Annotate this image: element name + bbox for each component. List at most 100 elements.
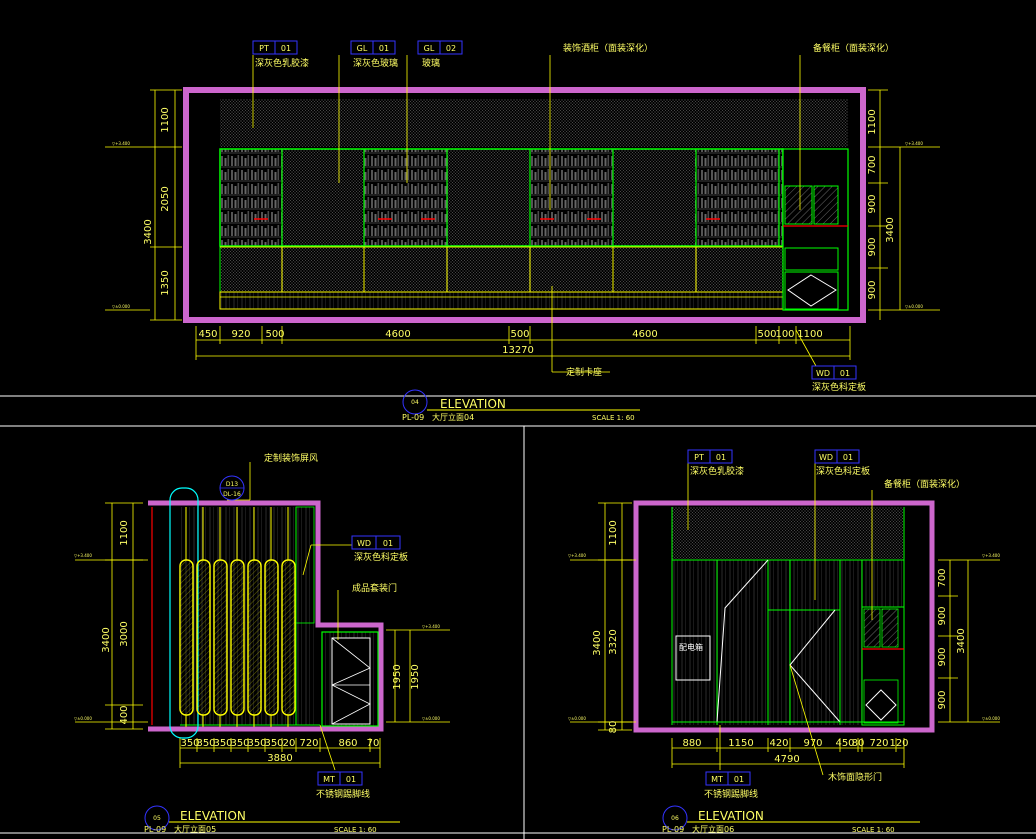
- e06-bottom-dim-2: 1150: [728, 738, 753, 749]
- e06-tag2-label: 深灰色科定板: [816, 465, 870, 477]
- e06-bottom-dim-3: 420: [769, 738, 788, 749]
- e04-right-level-bottom: ▽±0.000: [905, 304, 923, 309]
- e05-title-cn: 大厅立面05: [174, 824, 216, 834]
- e05-slat-stems: [185, 507, 289, 727]
- e04-tag1-num: 01: [281, 44, 291, 53]
- e04-left-dimensions: [105, 89, 182, 321]
- e05-bottom-dim-5: 350: [247, 738, 266, 749]
- e04-left-dim-3: 1350: [160, 270, 171, 295]
- e05-bubble-tag: D13 DL-16: [219, 475, 245, 501]
- e05-bubble-top: D13: [226, 481, 238, 488]
- e06-tag1-label: 深灰色乳胶漆: [690, 465, 744, 477]
- e04-title-block: 04 ELEVATION PL-09 大厅立面04 SCALE 1: 60: [402, 389, 640, 422]
- e05-door-swing-bottom: [331, 684, 371, 725]
- e04-tag1-label: 深灰色乳胶漆: [255, 57, 309, 69]
- e04-sideboard-drawer-2: [784, 271, 839, 310]
- e05-bubble-bottom: DL-16: [223, 491, 241, 498]
- e04-sideboard-glass-left: [784, 185, 813, 225]
- e06-title-sheet: PL-09: [662, 825, 684, 834]
- e04-cabinet-label: 装饰酒柜（面装深化）: [563, 42, 653, 54]
- e04-tag2: GL 01 深灰色玻璃: [350, 40, 398, 69]
- e06-bottom-dim-4: 970: [803, 738, 822, 749]
- e05-bottom-dim-1: 350: [180, 738, 199, 749]
- e05-right-level-top: ▽+3.400: [422, 624, 440, 629]
- e06-right-dim-1: 700: [937, 568, 948, 587]
- e04-bottom-dim-4: 4600: [385, 329, 410, 340]
- e05-right-dimensions: [386, 629, 450, 723]
- e04-lower-panel: [219, 246, 784, 293]
- e04-cabinet-dividers: [281, 149, 780, 246]
- e06-level-bottom: ▽±0.000: [568, 716, 586, 721]
- e04-bench: [219, 291, 784, 310]
- e04-glass-panel-1: [282, 150, 363, 245]
- e04-sideboard-diamond: [787, 274, 837, 307]
- elevation-04: 1100 2050 1350 3400 ▽+3.400 ▽±0.000 1100…: [105, 40, 940, 422]
- e04-title-name: ELEVATION: [440, 397, 506, 411]
- e04-left-dim-1: 1100: [160, 107, 171, 132]
- e04-bottom-dim-6: 4600: [632, 329, 657, 340]
- e06-tag2: WD 01 深灰色科定板: [814, 449, 870, 477]
- e05-right-total: 1950: [410, 664, 421, 689]
- e06-sideboard-glass-2: [881, 608, 899, 648]
- e05-tag1-code: WD: [357, 539, 371, 548]
- e04-tag3-num: 02: [446, 44, 456, 53]
- e06-left-dim-1: 1100: [608, 520, 619, 545]
- e04-tag3: GL 02 玻璃: [417, 40, 463, 69]
- e06-box-label: 配电箱: [679, 642, 703, 652]
- e04-tag4-num: 01: [840, 369, 850, 378]
- e06-right-level-bottom: ▽±0.000: [982, 716, 1000, 721]
- e04-tag4-label: 深灰色科定板: [812, 381, 866, 393]
- e06-door-line-left: [716, 559, 769, 723]
- e05-right-level-bottom: ▽±0.000: [422, 716, 440, 721]
- e06-distribution-box: [675, 635, 711, 681]
- e06-tag1: PT 01 深灰色乳胶漆: [687, 449, 744, 477]
- e06-title-name: ELEVATION: [698, 809, 764, 823]
- e06-right-dim-3: 900: [937, 647, 948, 666]
- e05-bottom-dim-9: 860: [338, 738, 357, 749]
- e05-tag1: WD 01 深灰色科定板: [351, 535, 408, 563]
- e05-level-bottom: ▽±0.000: [74, 716, 92, 721]
- e06-bottom-total: 4790: [774, 754, 799, 765]
- e06-title-scale: SCALE 1: 60: [852, 826, 895, 834]
- e06-tag1-num: 01: [716, 453, 726, 462]
- e05-screen-slats: [179, 559, 296, 716]
- e04-right-dim-5: 900: [867, 280, 878, 299]
- e04-tag4: WD 01 深灰色科定板: [811, 365, 866, 393]
- e05-bottom-dim-6: 350: [264, 738, 283, 749]
- e06-right-dim-4: 900: [937, 690, 948, 709]
- e06-tag2-num: 01: [843, 453, 853, 462]
- e05-bottom-dim-8: 720: [299, 738, 318, 749]
- e04-right-dimensions: [868, 89, 940, 320]
- e06-tag1-code: PT: [694, 453, 704, 462]
- e05-bottom-dim-7: 20: [283, 738, 296, 749]
- e05-tag1-num: 01: [383, 539, 393, 548]
- e05-bottom-dim-10: 70: [367, 738, 380, 749]
- e05-bottom-dim-2: 350: [196, 738, 215, 749]
- e05-tag2-label: 不锈钢踢脚线: [316, 788, 370, 800]
- e06-left-dimensions: [570, 502, 636, 731]
- e04-tag2-code: GL: [357, 44, 368, 53]
- e06-right-dim-2: 900: [937, 606, 948, 625]
- elevation-05: 1100 3000 400 3400 ▽+3.400 ▽±0.000 1950 …: [74, 452, 450, 834]
- e04-ceiling-zone: [220, 99, 848, 147]
- e04-bottom-dimensions: [195, 326, 851, 360]
- e04-right-dim-3: 900: [867, 194, 878, 213]
- e06-bottom-dimensions: [671, 738, 905, 768]
- e06-title-circle-num: 06: [671, 815, 679, 822]
- e06-outer-frame: [633, 500, 935, 733]
- e06-callout-lines: [687, 462, 873, 776]
- e04-bottom-dim-5: 500: [510, 329, 529, 340]
- e04-bottom-dim-7: 500: [757, 329, 776, 340]
- e05-left-dimensions: [75, 502, 148, 730]
- e04-outer-frame: [183, 87, 866, 323]
- e04-right-level-top: ▽+3.400: [905, 141, 923, 146]
- e06-bottom-dim-7: 720: [869, 738, 888, 749]
- e05-left-total: 3400: [101, 627, 112, 652]
- e06-title-cn: 大厅立面06: [692, 824, 734, 834]
- e06-ceiling-zone: [672, 507, 904, 559]
- e04-title-sheet: PL-09: [402, 413, 424, 422]
- e05-door-label: 成品套装门: [352, 582, 397, 594]
- e05-tag2-num: 01: [346, 775, 356, 784]
- e04-bottom-dim-8: 100: [775, 329, 794, 340]
